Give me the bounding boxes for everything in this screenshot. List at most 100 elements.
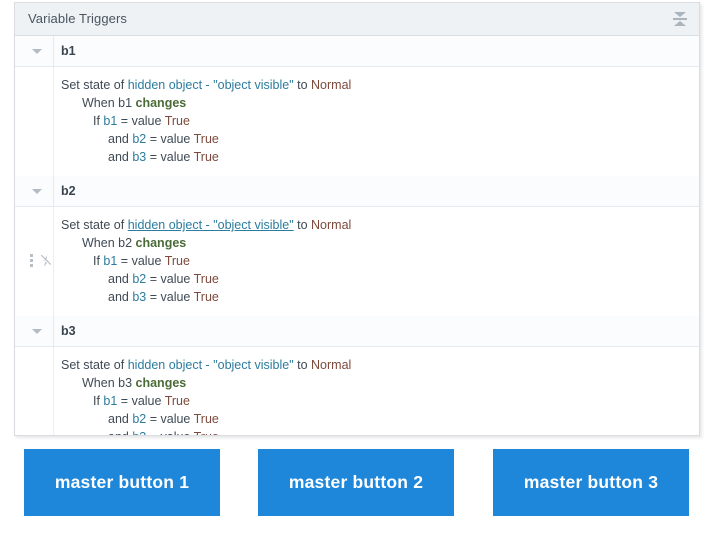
and-variable[interactable]: b3 xyxy=(132,430,146,435)
trigger-when-line[interactable]: When b1 changes xyxy=(15,94,699,112)
action-state[interactable]: Normal xyxy=(311,218,352,232)
and-operator: = value xyxy=(146,290,194,304)
if-value[interactable]: True xyxy=(164,254,190,268)
trigger-group-b3: b3 Set state of hidden object - "object … xyxy=(15,316,699,435)
and-operator: = value xyxy=(146,430,193,435)
trigger-and-line[interactable]: and b3 = value True xyxy=(15,288,699,306)
if-prefix: If xyxy=(93,394,104,408)
trigger-if-line[interactable]: If b1 = value True xyxy=(15,252,699,270)
group-label: b3 xyxy=(61,324,76,338)
if-value[interactable]: True xyxy=(164,114,190,128)
collapse-all-icon[interactable] xyxy=(671,10,689,28)
group-header-b3[interactable]: b3 xyxy=(15,316,699,347)
and-prefix: and xyxy=(108,150,133,164)
and-variable[interactable]: b3 xyxy=(132,290,147,304)
and-operator: = value xyxy=(146,150,194,164)
and-variable[interactable]: b2 xyxy=(132,132,147,146)
action-mid: to xyxy=(293,358,312,372)
action-object-link[interactable]: hidden object - "object visible" xyxy=(127,358,294,372)
and-variable[interactable]: b2 xyxy=(132,272,147,286)
if-variable[interactable]: b1 xyxy=(103,394,118,408)
action-state[interactable]: Normal xyxy=(311,358,352,372)
action-prefix: Set state of xyxy=(61,218,128,232)
when-event[interactable]: changes xyxy=(135,236,187,250)
if-value[interactable]: True xyxy=(164,394,190,408)
action-object-link[interactable]: hidden object - "object visible" xyxy=(127,78,294,92)
when-prefix: When b3 xyxy=(82,376,136,390)
and-operator: = value xyxy=(146,132,194,146)
master-button-2[interactable]: master button 2 xyxy=(258,449,454,516)
chevron-down-icon[interactable] xyxy=(32,329,42,334)
panel-header: Variable Triggers xyxy=(15,3,699,36)
master-button-1[interactable]: master button 1 xyxy=(24,449,220,516)
panel-title: Variable Triggers xyxy=(28,11,128,26)
chevron-down-icon[interactable] xyxy=(32,189,42,194)
trigger-when-line[interactable]: When b3 changes xyxy=(15,374,699,392)
and-variable[interactable]: b2 xyxy=(132,412,147,426)
if-variable[interactable]: b1 xyxy=(103,114,118,128)
and-value[interactable]: True xyxy=(193,132,219,146)
and-value[interactable]: True xyxy=(193,290,219,304)
trigger-list: b1 Set state of hidden object - "object … xyxy=(15,36,699,435)
action-state[interactable]: Normal xyxy=(311,78,352,92)
trigger-and-line[interactable]: and b2 = value True xyxy=(15,270,699,288)
and-value[interactable]: True xyxy=(193,272,219,286)
group-label: b2 xyxy=(61,184,76,198)
trigger-group-b2: b2 Set state of hidden object - "object … xyxy=(15,176,699,316)
disable-trigger-bolt-icon[interactable] xyxy=(39,254,53,268)
trigger-action-line[interactable]: Set state of hidden object - "object vis… xyxy=(15,76,699,94)
trigger-and-line[interactable]: and b2 = value True xyxy=(15,130,699,148)
trigger-action-line[interactable]: Set state of hidden object - "object vis… xyxy=(15,216,699,234)
trigger-and-line[interactable]: and b2 = value True xyxy=(15,410,699,428)
group-label: b1 xyxy=(61,44,76,58)
when-event[interactable]: changes xyxy=(135,376,187,390)
when-event[interactable]: changes xyxy=(135,96,187,110)
trigger-detail-b1: Set state of hidden object - "object vis… xyxy=(15,67,699,176)
trigger-action-line[interactable]: Set state of hidden object - "object vis… xyxy=(15,356,699,374)
gutter-divider xyxy=(53,36,54,66)
and-operator: = value xyxy=(146,272,194,286)
bolt-slash-glyph xyxy=(40,254,52,267)
action-mid: to xyxy=(293,218,312,232)
if-operator: = value xyxy=(117,114,165,128)
master-button-3[interactable]: master button 3 xyxy=(493,449,689,516)
gutter-divider xyxy=(53,207,54,316)
when-prefix: When b2 xyxy=(82,236,136,250)
trigger-and-line[interactable]: and b3 = value True xyxy=(15,148,699,166)
trigger-if-line[interactable]: If b1 = value True xyxy=(15,112,699,130)
gutter-divider xyxy=(53,316,54,346)
and-prefix: and xyxy=(108,290,133,304)
group-header-b1[interactable]: b1 xyxy=(15,36,699,67)
and-value[interactable]: True xyxy=(193,150,219,164)
trigger-detail-b2: Set state of hidden object - "object vis… xyxy=(15,207,699,316)
if-prefix: If xyxy=(93,114,104,128)
when-prefix: When b1 xyxy=(82,96,136,110)
trigger-and-line[interactable]: and b3 = value True xyxy=(15,428,699,435)
and-value[interactable]: True xyxy=(194,430,219,435)
trigger-when-line[interactable]: When b2 changes xyxy=(15,234,699,252)
drag-handle-icon[interactable] xyxy=(30,254,33,268)
row-tools xyxy=(28,253,58,269)
if-prefix: If xyxy=(93,254,104,268)
group-header-b2[interactable]: b2 xyxy=(15,176,699,207)
and-prefix: and xyxy=(108,132,133,146)
trigger-group-b1: b1 Set state of hidden object - "object … xyxy=(15,36,699,176)
variable-triggers-panel: Variable Triggers b1 Set state of hidden… xyxy=(14,2,700,436)
and-value[interactable]: True xyxy=(193,412,219,426)
if-operator: = value xyxy=(117,394,165,408)
triangle-up-glyph xyxy=(674,21,686,26)
and-operator: = value xyxy=(146,412,194,426)
triangle-down-glyph xyxy=(674,12,686,17)
if-variable[interactable]: b1 xyxy=(103,254,118,268)
gutter-divider xyxy=(53,176,54,206)
action-object-link[interactable]: hidden object - "object visible" xyxy=(127,218,294,232)
action-prefix: Set state of xyxy=(61,358,128,372)
and-variable[interactable]: b3 xyxy=(132,150,147,164)
and-prefix: and xyxy=(108,272,133,286)
gutter-divider xyxy=(53,67,54,176)
master-button-row: master button 1 master button 2 master b… xyxy=(0,449,715,516)
and-prefix: and xyxy=(108,412,133,426)
chevron-down-icon[interactable] xyxy=(32,49,42,54)
trigger-if-line[interactable]: If b1 = value True xyxy=(15,392,699,410)
trigger-detail-b3: Set state of hidden object - "object vis… xyxy=(15,347,699,435)
